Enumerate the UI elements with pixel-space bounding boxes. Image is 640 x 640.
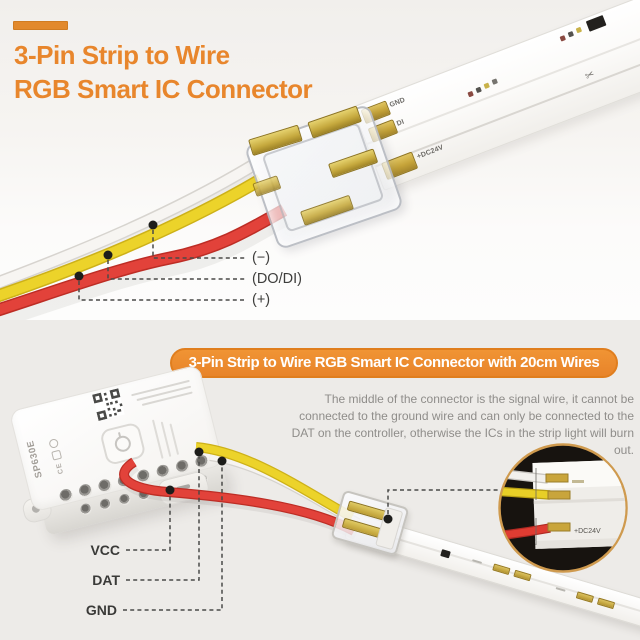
terminal-hole: [79, 502, 93, 516]
wire-red: [0, 205, 287, 315]
strip-pad-power-label: +DC24V: [416, 144, 445, 161]
title-line-1: 3-Pin Strip to Wire: [14, 40, 230, 70]
callout-dat: DAT: [92, 572, 120, 588]
strip-solder-pad: [596, 597, 616, 610]
terminal-hole: [77, 482, 94, 499]
terminal-hole: [58, 487, 75, 504]
ce-mark-label: CE: [55, 461, 66, 475]
top-section: 3-Pin Strip to Wire RGB Smart IC Connect…: [0, 0, 640, 320]
terminal-hole: [194, 453, 210, 470]
title-line-2: RGB Smart IC Connector: [14, 74, 313, 104]
strip-pad-di-label: DI: [395, 118, 406, 128]
page-title: 3-Pin Strip to Wire RGB Smart IC Connect…: [14, 38, 313, 106]
strip-solder-pad: [513, 569, 532, 582]
smd-component: [483, 82, 490, 89]
ic-chip: [585, 15, 607, 32]
strip-solder-pad: [492, 563, 511, 576]
banner: 3-Pin Strip to Wire RGB Smart IC Connect…: [170, 348, 618, 378]
strip-solder-pad: [575, 591, 595, 603]
power-touch-icon: [113, 434, 133, 454]
terminal-hole: [97, 477, 113, 494]
wire-white-outline: [0, 160, 256, 289]
strip-pad-gnd-label: GND: [388, 96, 407, 110]
terminal-hole: [155, 463, 172, 480]
fine-print-line: [141, 391, 193, 406]
callout-positive: (+): [252, 292, 271, 308]
terminal-hole: [98, 497, 113, 511]
accent-dash: [13, 21, 68, 30]
certification-row: CE: [45, 425, 69, 487]
certification-icon: [51, 449, 63, 461]
led-strip: GND DI +DC24V ✂: [351, 0, 640, 192]
note-text: The middle of the connector is the signa…: [291, 392, 634, 457]
smd-component: [575, 26, 583, 34]
callout-gnd: GND: [85, 602, 117, 618]
smd-component: [467, 90, 474, 98]
certification-icon: [48, 438, 60, 450]
smd-component: [475, 86, 482, 94]
power-touch-icon: [118, 432, 122, 439]
smd-component: [491, 78, 498, 85]
ic-chip: [440, 549, 451, 559]
qr-code-icon: [92, 388, 125, 421]
callout-signal: (DO/DI): [252, 271, 302, 287]
smd-component: [567, 30, 575, 38]
wire-red-outline: [0, 204, 288, 317]
terminal-hole: [174, 458, 191, 475]
terminal-hole: [137, 487, 151, 502]
callout-negative: (−): [252, 250, 271, 266]
led-controller: SP630E CE: [8, 364, 229, 536]
fine-print-line: [169, 423, 180, 455]
terminal-hole: [116, 473, 133, 489]
terminal-hole: [118, 492, 132, 507]
controller-top-face: SP630E CE: [8, 364, 224, 513]
wire-yellow: [0, 175, 263, 301]
callout-vcc: VCC: [90, 542, 120, 558]
wire-white: [0, 161, 255, 288]
controller-button: [99, 421, 147, 467]
wire-yellow-outline: [0, 174, 264, 303]
smd-component: [559, 35, 567, 42]
terminal-hole: [135, 468, 152, 485]
mounting-slot: [175, 483, 191, 492]
